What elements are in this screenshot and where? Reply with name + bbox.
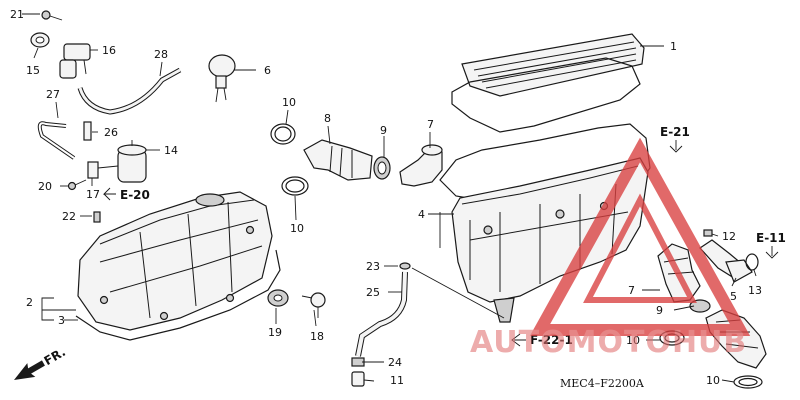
head-cover-gasket bbox=[75, 249, 281, 341]
callout-23: 23 bbox=[366, 260, 380, 273]
clamp-13 bbox=[745, 253, 759, 271]
callout-14: 14 bbox=[164, 144, 178, 157]
callout-4: 4 bbox=[418, 208, 425, 221]
callout-8: 8 bbox=[324, 112, 331, 125]
callout-9-lower: 9 bbox=[656, 304, 663, 317]
reference-e20: E-20 bbox=[102, 187, 150, 202]
callout-6: 6 bbox=[264, 64, 271, 77]
joint-26 bbox=[83, 121, 92, 141]
callout-10-d: 10 bbox=[706, 374, 720, 387]
watermark-text: AUTOMOTOHUB bbox=[470, 325, 747, 360]
callout-15: 15 bbox=[26, 64, 40, 77]
callout-17: 17 bbox=[86, 188, 100, 201]
callout-5: 5 bbox=[730, 290, 737, 303]
callout-11: 11 bbox=[390, 374, 404, 387]
intake-duct-8-ribs bbox=[329, 145, 353, 178]
diagram-code: MEC4–F2200A bbox=[560, 377, 645, 390]
callout-labels: 1 2 3 4 5 6 7 7 8 9 9 10 10 10 10 11 12 … bbox=[10, 8, 762, 387]
callout-1: 1 bbox=[670, 40, 677, 53]
bolt-21 bbox=[41, 10, 63, 21]
callout-10-b: 10 bbox=[290, 222, 304, 235]
clip-12 bbox=[703, 229, 713, 237]
hose-clamp-10-upper bbox=[270, 123, 296, 145]
joint-7-upper bbox=[399, 149, 443, 187]
callout-19: 19 bbox=[268, 326, 282, 339]
callout-27: 27 bbox=[46, 88, 60, 101]
callout-25: 25 bbox=[366, 286, 380, 299]
grommet-15 bbox=[30, 32, 50, 48]
svg-text:F-22-1: F-22-1 bbox=[530, 333, 573, 347]
bolt-22 bbox=[93, 211, 101, 223]
callout-22: 22 bbox=[62, 210, 76, 223]
callout-24: 24 bbox=[388, 356, 402, 369]
air-filter-element bbox=[451, 33, 645, 133]
front-label: FR. bbox=[42, 345, 68, 368]
filter-14 bbox=[117, 140, 147, 183]
intake-duct-8 bbox=[303, 139, 373, 181]
reference-e11: E-11 bbox=[756, 231, 786, 259]
callout-26: 26 bbox=[104, 126, 118, 139]
callout-7-upper: 7 bbox=[427, 118, 434, 131]
fitting-17 bbox=[87, 161, 119, 179]
grommet-19 bbox=[267, 289, 289, 307]
sensor-18 bbox=[301, 292, 326, 318]
callout-21: 21 bbox=[10, 8, 24, 21]
solenoid-16 bbox=[59, 43, 91, 79]
leader-lines bbox=[22, 13, 757, 383]
callout-3: 3 bbox=[58, 314, 65, 327]
clip-23 bbox=[399, 262, 411, 270]
svg-text:E-21: E-21 bbox=[660, 125, 690, 139]
cylinder-head-cover bbox=[77, 191, 273, 331]
plug-11 bbox=[351, 371, 365, 387]
callout-10-a: 10 bbox=[282, 96, 296, 109]
svg-text:E-11: E-11 bbox=[756, 231, 786, 245]
callout-20: 20 bbox=[38, 180, 52, 193]
hose-clamp-10-lower bbox=[281, 176, 309, 196]
svg-text:E-20: E-20 bbox=[120, 188, 150, 202]
front-direction-arrow: FR. bbox=[14, 345, 68, 380]
callout-28: 28 bbox=[154, 48, 168, 61]
reference-f22-1: F-22-1 bbox=[511, 333, 573, 347]
callout-12: 12 bbox=[722, 230, 736, 243]
callout-13: 13 bbox=[748, 284, 762, 297]
callout-16: 16 bbox=[102, 44, 116, 57]
hose-clamp-10-bottom bbox=[733, 375, 763, 389]
callout-9-upper: 9 bbox=[380, 124, 387, 137]
callout-2: 2 bbox=[26, 296, 33, 309]
bolt-20 bbox=[67, 179, 87, 191]
reference-e21: E-21 bbox=[660, 125, 690, 153]
watermark-logo: AUTOMOTOHUB bbox=[470, 137, 751, 360]
callout-18: 18 bbox=[310, 330, 324, 343]
hose-27 bbox=[37, 121, 76, 160]
callout-10-c: 10 bbox=[626, 334, 640, 347]
valve-6 bbox=[208, 54, 236, 103]
callout-7-lower: 7 bbox=[628, 284, 635, 297]
